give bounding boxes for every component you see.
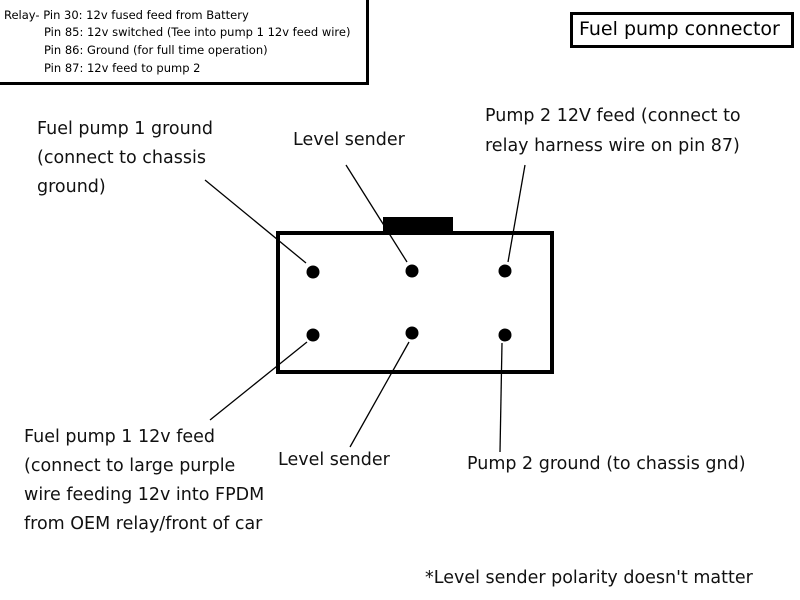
leader-level-sender-bottom — [349, 341, 410, 448]
relay-pin-30: Relay- Pin 30: 12v fused feed from Batte… — [4, 8, 249, 22]
leader-pump2-feed — [507, 164, 526, 263]
relay-pin-87: Pin 87: 12v feed to pump 2 — [44, 61, 201, 75]
pin-bottom-right — [498, 328, 512, 342]
relay-pin-legend — [0, 0, 369, 85]
label-pump2-feed-line1: Pump 2 12V feed (connect to — [485, 106, 741, 126]
title-box: Fuel pump connector — [570, 12, 794, 48]
pin-bottom-left — [306, 328, 320, 342]
label-fuel-pump1-feed-line4: from OEM relay/front of car — [24, 514, 263, 534]
label-level-sender-bottom: Level sender — [278, 450, 390, 470]
pin-top-middle — [405, 264, 419, 278]
connector-latch — [383, 217, 453, 233]
connector-body — [276, 231, 554, 374]
pin-top-right — [498, 264, 512, 278]
label-fuel-pump1-feed-line2: (connect to large purple — [24, 456, 236, 476]
label-fuel-pump1-ground-line3: ground) — [37, 177, 106, 197]
label-fuel-pump1-feed-line1: Fuel pump 1 12v feed — [24, 427, 215, 447]
pin-top-left — [306, 265, 320, 279]
relay-pin-86: Pin 86: Ground (for full time operation) — [44, 43, 268, 57]
leader-fuel-pump1-ground — [204, 179, 307, 264]
label-pump2-feed-line2: relay harness wire on pin 87) — [485, 136, 740, 156]
label-level-sender-top: Level sender — [293, 130, 405, 150]
label-fuel-pump1-ground-line1: Fuel pump 1 ground — [37, 119, 213, 139]
label-pump2-ground: Pump 2 ground (to chassis gnd) — [467, 454, 746, 474]
relay-pin-85: Pin 85: 12v switched (Tee into pump 1 12… — [44, 25, 351, 39]
pin-bottom-middle — [405, 326, 419, 340]
diagram-title: Fuel pump connector — [579, 18, 780, 40]
label-fuel-pump1-ground-line2: (connect to chassis — [37, 148, 206, 168]
leader-pump2-ground — [499, 342, 503, 453]
footnote: *Level sender polarity doesn't matter — [425, 568, 753, 588]
label-fuel-pump1-feed-line3: wire feeding 12v into FPDM — [24, 485, 265, 505]
leader-level-sender-top — [345, 164, 408, 263]
leader-fuel-pump1-feed — [209, 341, 308, 421]
